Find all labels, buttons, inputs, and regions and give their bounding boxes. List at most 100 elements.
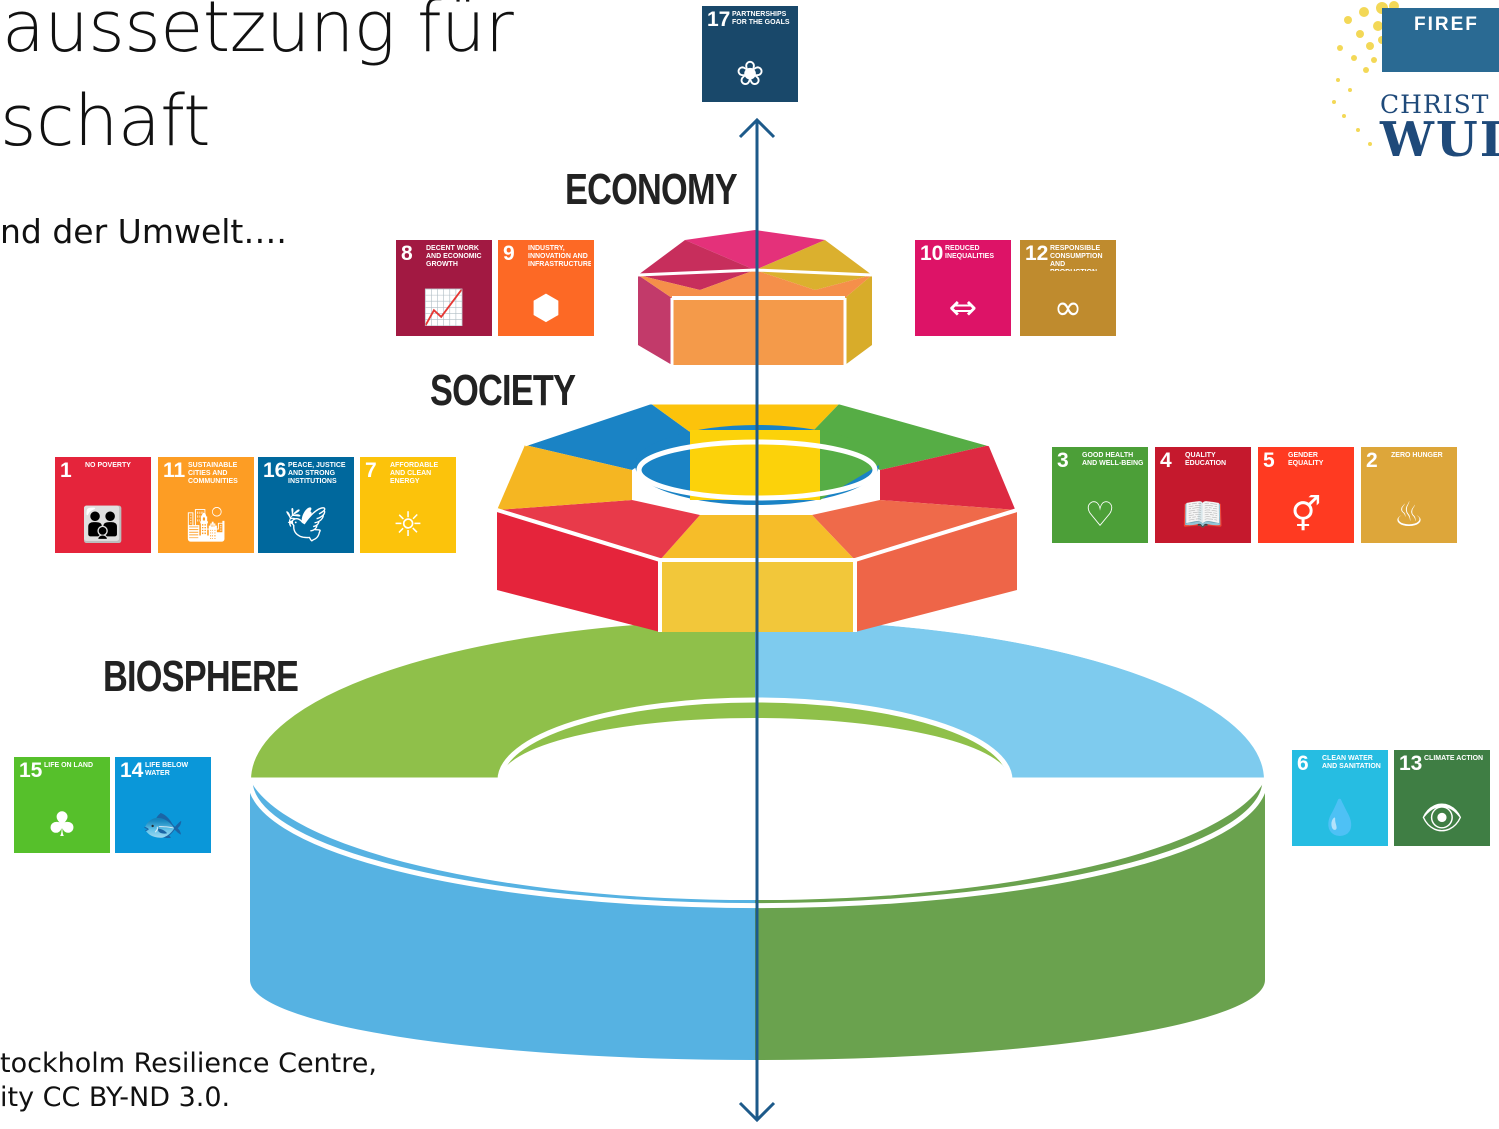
sdg-tile-8: 8 Decent work and economic growth 📈 bbox=[396, 240, 492, 336]
sdg-tile-11: 11Sustainable cities and communities 🏙 bbox=[158, 457, 254, 553]
economy-layer bbox=[637, 230, 873, 365]
sdg-tile-13: 13Climate action👁 bbox=[1394, 750, 1490, 846]
equality-arrows-icon: ⇔ bbox=[948, 288, 978, 328]
sdg-number: 8 bbox=[401, 242, 413, 265]
society-top-orange-left bbox=[497, 445, 632, 510]
eye-earth-icon: 👁 bbox=[1420, 798, 1464, 838]
growth-chart-icon: 📈 bbox=[422, 288, 466, 328]
biosphere-top-left bbox=[250, 620, 755, 780]
sdg-tile-4: 4 Quality education 📖 bbox=[1155, 447, 1251, 543]
sdg-title: Life below water bbox=[145, 762, 189, 777]
sdg-number: 2 bbox=[1366, 449, 1378, 472]
economy-side-left bbox=[638, 275, 672, 365]
biosphere-top-right bbox=[755, 620, 1265, 780]
brand-logo: FIREF CHRIST WUI bbox=[1330, 0, 1499, 170]
sdg-number: 16 bbox=[263, 459, 287, 482]
axis-up-arrow-icon bbox=[738, 117, 776, 139]
logo-sunburst-icon bbox=[1332, 1, 1499, 146]
sdg-title: Gender equality bbox=[1288, 452, 1324, 467]
sdg-number: 9 bbox=[503, 242, 515, 265]
sdg-tile-3: 3 Good health and well-being ♡ bbox=[1052, 447, 1148, 543]
slide-title-line-2: schaft bbox=[0, 80, 211, 162]
economy-top-back bbox=[685, 230, 825, 270]
sdg-tile-14: 14Life below water 🐟 bbox=[115, 757, 211, 853]
sdg-number: 1 bbox=[60, 459, 72, 482]
sdg-title: Industry, innovation and infrastructure bbox=[528, 245, 591, 268]
economy-top-front bbox=[638, 270, 872, 298]
slide-body-text: nd der Umwelt…. bbox=[0, 212, 287, 251]
economy-top-right bbox=[755, 240, 872, 290]
sdg-number: 4 bbox=[1160, 449, 1172, 472]
water-drop-icon: 💧 bbox=[1318, 798, 1362, 838]
society-label: SOCIETY bbox=[430, 366, 576, 415]
sdg-tile-2: 2 Zero hunger ♨ bbox=[1361, 447, 1457, 543]
sdg-number: 15 bbox=[19, 759, 43, 782]
sdg-tile-17: 17Partnerships for the goals ❀ bbox=[702, 6, 798, 102]
sdg-number: 6 bbox=[1297, 752, 1309, 775]
sdg-title: Zero hunger bbox=[1391, 452, 1443, 459]
sdg-tile-12: 12Responsible consumption and production… bbox=[1020, 240, 1116, 336]
sdg-title: Reduced inequalities bbox=[945, 245, 995, 260]
biosphere-side-left bbox=[250, 780, 755, 1060]
biosphere-layer bbox=[247, 618, 1268, 1060]
sdg-title: Partnerships for the goals bbox=[732, 11, 790, 26]
heartbeat-icon: ♡ bbox=[1084, 495, 1116, 535]
sdg-title: Decent work and economic growth bbox=[426, 245, 482, 268]
sdg-title: No poverty bbox=[85, 462, 131, 469]
sdg-title: Good health and well-being bbox=[1082, 452, 1144, 467]
sdg-tile-1: 1 No poverty 👪 bbox=[55, 457, 151, 553]
sdg-number: 12 bbox=[1025, 242, 1049, 265]
sdg-tile-15: 15Life on land ♣ bbox=[14, 757, 110, 853]
dove-icon: 🕊 bbox=[284, 505, 328, 545]
cubes-icon: ⬢ bbox=[531, 288, 561, 328]
sdg-title: Climate action bbox=[1424, 755, 1484, 762]
sdg-number: 3 bbox=[1057, 449, 1069, 472]
sdg-title: Clean water and sanitation bbox=[1322, 755, 1381, 770]
biosphere-label: BIOSPHERE bbox=[103, 652, 299, 701]
economy-top-left bbox=[638, 240, 755, 290]
sdg-tile-7: 7Affordable and clean energy☼ bbox=[360, 457, 456, 553]
sdg-number: 14 bbox=[120, 759, 144, 782]
sdg-title: Life on land bbox=[44, 762, 93, 769]
sdg-title: Quality education bbox=[1185, 452, 1227, 467]
gender-icon: ⚥ bbox=[1290, 495, 1322, 535]
society-top-red-right bbox=[880, 445, 1017, 510]
logo-word-mid: CHRIST bbox=[1380, 90, 1490, 119]
tree-icon: ♣ bbox=[46, 805, 78, 845]
source-caption-line-2: ity CC BY-ND 3.0. bbox=[0, 1082, 231, 1113]
society-top-yellow-back bbox=[650, 403, 840, 432]
logo-word-bottom: WUI bbox=[1380, 112, 1499, 168]
vertical-axis bbox=[738, 117, 776, 1123]
book-icon: 📖 bbox=[1181, 495, 1225, 535]
city-icon: 🏙 bbox=[184, 505, 228, 545]
flower-icon: ❀ bbox=[735, 54, 765, 94]
sdg-title: Peace, justice and strong institutions bbox=[288, 462, 346, 485]
sdg-tile-5: 5Gender equality⚥ bbox=[1258, 447, 1354, 543]
bowl-icon: ♨ bbox=[1393, 495, 1425, 535]
economy-label: ECONOMY bbox=[565, 165, 738, 214]
biosphere-hole bbox=[515, 735, 995, 845]
sdg-tile-16: 16Peace, justice and strong institutions… bbox=[258, 457, 354, 553]
sdg-number: 11 bbox=[163, 459, 186, 482]
sdg-title: Sustainable cities and communities bbox=[188, 462, 238, 485]
sdg-title: Responsible consumption and production bbox=[1050, 245, 1103, 271]
power-sun-icon: ☼ bbox=[392, 505, 424, 545]
source-caption-line-1: tockholm Resilience Centre, bbox=[0, 1048, 377, 1079]
sdg-title: Affordable and clean energy bbox=[390, 462, 439, 485]
family-icon: 👪 bbox=[81, 505, 125, 545]
sdg-number: 10 bbox=[920, 242, 944, 265]
society-side-1 bbox=[497, 510, 660, 632]
axis-down-arrow-icon bbox=[738, 1101, 776, 1123]
biosphere-side-right bbox=[755, 780, 1265, 1060]
sdg-tile-10: 10Reduced inequalities ⇔ bbox=[915, 240, 1011, 336]
economy-side-right bbox=[845, 275, 872, 365]
biosphere-inner-wall bbox=[500, 700, 1010, 780]
infinity-icon: ∞ bbox=[1053, 288, 1083, 328]
society-top-red-left bbox=[497, 500, 700, 560]
sdg-number: 17 bbox=[707, 8, 731, 31]
society-side-3 bbox=[855, 510, 1017, 632]
fish-icon: 🐟 bbox=[141, 805, 185, 845]
society-inner-yellow bbox=[690, 430, 820, 500]
logo-word-top: FIREF bbox=[1414, 14, 1479, 35]
